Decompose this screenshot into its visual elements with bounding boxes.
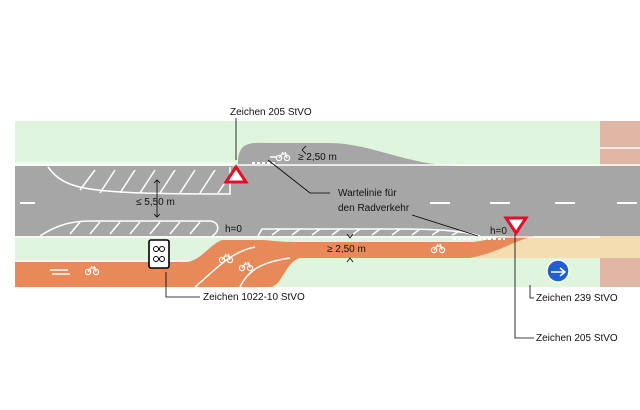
sidewalk: [470, 236, 640, 258]
label-width-road: ≤ 5,50 m: [136, 197, 175, 208]
arrow-icon: [50, 156, 277, 275]
hatched-island-bottom: [39, 220, 219, 237]
label-sign-205-bottom: Zeichen 205 StVO: [536, 333, 618, 344]
dimension-marks: [153, 145, 354, 263]
building-top: [600, 121, 640, 166]
label-h0-right: h=0: [490, 226, 507, 237]
hatched-island-top: [47, 166, 231, 195]
label-waiting-line-2: den Radverkehr: [338, 203, 410, 214]
yield-sign-icon: [503, 216, 529, 236]
bike-moped-sign-icon: [148, 239, 170, 269]
leader-lines: [165, 118, 534, 339]
label-sign-239: Zeichen 239 StVO: [536, 293, 618, 304]
yield-sign-icon: [223, 164, 249, 184]
label-h0-left: h=0: [225, 224, 242, 235]
label-width-bottom: ≥ 2,50 m: [327, 244, 366, 255]
label-width-top: ≥ 2,50 m: [298, 152, 337, 163]
label-sign-205-top: Zeichen 205 StVO: [230, 107, 312, 118]
bike-area-top: [238, 142, 460, 166]
pedestrian-sign-icon: [546, 259, 570, 283]
building-bottom: [600, 258, 640, 287]
label-waiting-line-1: Wartelinie für: [338, 188, 397, 199]
label-sign-1022-10: Zeichen 1022-10 StVO: [203, 292, 305, 303]
roadway: [15, 166, 640, 236]
